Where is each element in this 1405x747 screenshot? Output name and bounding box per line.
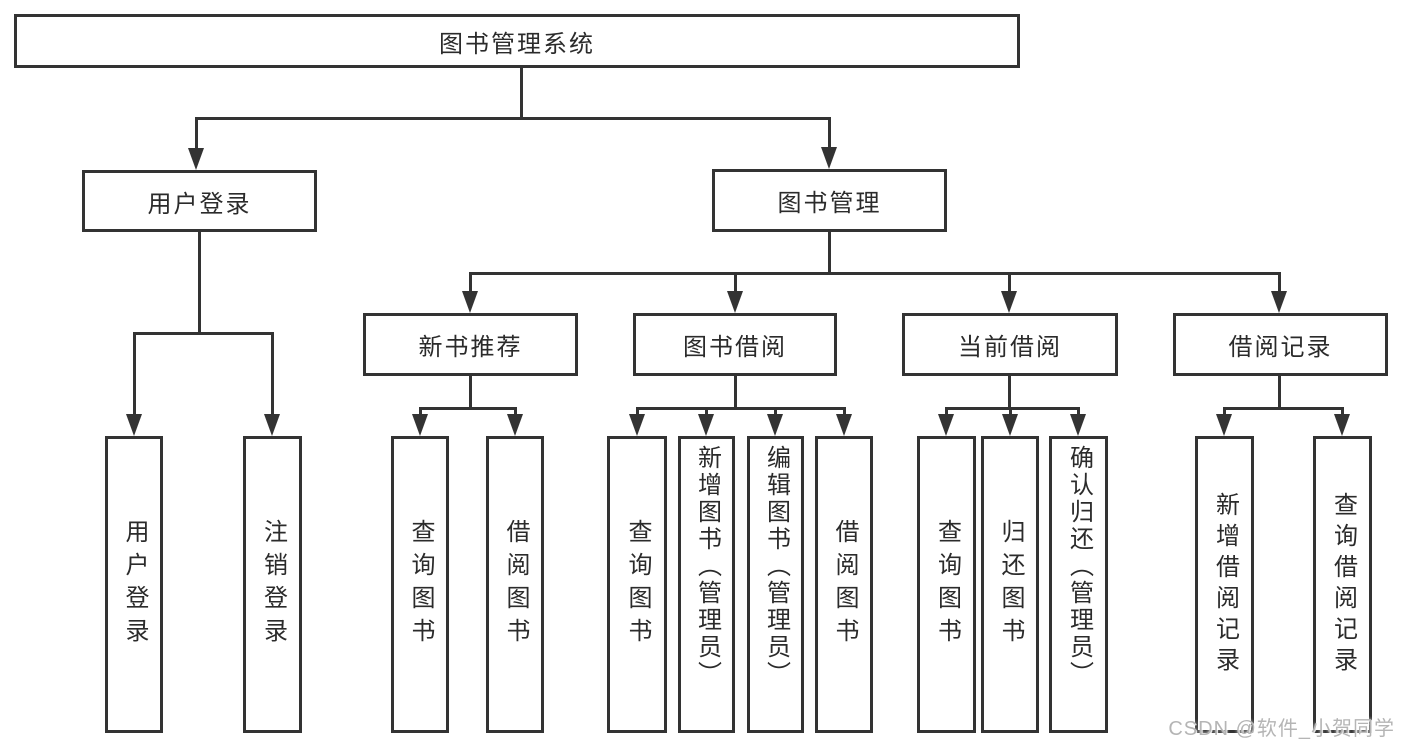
arrow-down-icon (698, 414, 714, 436)
node-current-borrow: 当前借阅 (902, 313, 1118, 376)
arrow-down-icon (126, 414, 142, 436)
csdn-watermark: CSDN @软件_小贺同学 (1168, 718, 1395, 740)
connector-vline (828, 230, 831, 274)
leaf-label: 确认归还（管理员） (1065, 445, 1093, 688)
arrow-down-icon (1271, 291, 1287, 313)
leaf-label: 新增图书（管理员） (693, 445, 721, 688)
arrow-down-icon (188, 148, 204, 170)
leaf-label: 查询图书 (933, 518, 961, 651)
connector-hline (1223, 407, 1344, 410)
leaf-confirm-return-admin: 确认归还（管理员） (1049, 436, 1108, 733)
leaf-query-book-borrow: 查询图书 (607, 436, 667, 733)
connector-vline (1008, 374, 1011, 409)
connector-vline (469, 374, 472, 409)
connector-vline (520, 66, 523, 119)
connector-vline (1278, 272, 1281, 294)
arrow-down-icon (462, 291, 478, 313)
node-root: 图书管理系统 (14, 14, 1020, 68)
arrow-down-icon (938, 414, 954, 436)
node-book-borrow: 图书借阅 (633, 313, 837, 376)
node-user-login: 用户登录 (82, 170, 317, 232)
arrow-down-icon (412, 414, 428, 436)
leaf-return-book: 归还图书 (981, 436, 1039, 733)
connector-vline (1008, 272, 1011, 294)
connector-vline (828, 117, 831, 149)
leaf-label: 借阅图书 (831, 518, 858, 651)
leaf-query-book-current: 查询图书 (917, 436, 976, 733)
connector-vline (945, 407, 948, 417)
connector-vline (195, 117, 198, 150)
connector-hline (133, 332, 273, 335)
arrow-down-icon (767, 414, 783, 436)
arrow-down-icon (1001, 291, 1017, 313)
connector-hline (195, 117, 831, 120)
leaf-add-borrow-record: 新增借阅记录 (1195, 436, 1254, 733)
leaf-user-login: 用户登录 (105, 436, 163, 733)
connector-vline (198, 230, 201, 335)
arrow-down-icon (629, 414, 645, 436)
node-borrow-records: 借阅记录 (1173, 313, 1388, 376)
connector-vline (514, 407, 517, 417)
arrow-down-icon (727, 291, 743, 313)
connector-hline (469, 272, 1281, 275)
leaf-label: 查询图书 (624, 518, 651, 651)
leaf-logout: 注销登录 (243, 436, 302, 733)
leaf-label: 新增借阅记录 (1211, 491, 1239, 678)
connector-vline (133, 332, 136, 416)
leaf-label: 注销登录 (259, 518, 287, 651)
connector-vline (419, 407, 422, 417)
arrow-down-icon (836, 414, 852, 436)
node-new-book-recommend: 新书推荐 (363, 313, 578, 376)
leaf-borrow-book: 借阅图书 (815, 436, 873, 733)
leaf-label: 借阅图书 (502, 518, 529, 651)
connector-vline (1341, 407, 1344, 417)
arrow-down-icon (507, 414, 523, 436)
connector-vline (705, 407, 708, 417)
arrow-down-icon (821, 147, 837, 169)
connector-vline (636, 407, 639, 417)
connector-hline (945, 407, 1080, 410)
leaf-label: 归还图书 (997, 518, 1024, 651)
connector-vline (774, 407, 777, 417)
arrow-down-icon (264, 414, 280, 436)
leaf-label: 查询图书 (407, 518, 434, 651)
connector-vline (1009, 407, 1012, 417)
connector-vline (1278, 374, 1281, 409)
connector-vline (734, 374, 737, 409)
leaf-add-book-admin: 新增图书（管理员） (678, 436, 735, 733)
arrow-down-icon (1216, 414, 1232, 436)
leaf-query-borrow-record: 查询借阅记录 (1313, 436, 1372, 733)
arrow-down-icon (1002, 414, 1018, 436)
leaf-borrow-book-recommend: 借阅图书 (486, 436, 544, 733)
leaf-edit-book-admin: 编辑图书（管理员） (747, 436, 804, 733)
connector-hline (636, 407, 846, 410)
arrow-down-icon (1334, 414, 1350, 436)
connector-vline (469, 272, 472, 294)
connector-vline (734, 272, 737, 294)
connector-vline (843, 407, 846, 417)
node-book-management: 图书管理 (712, 169, 947, 232)
connector-vline (271, 332, 274, 416)
leaf-label: 用户登录 (121, 518, 148, 651)
leaf-query-book-recommend: 查询图书 (391, 436, 449, 733)
connector-hline (419, 407, 517, 410)
leaf-label: 编辑图书（管理员） (762, 445, 790, 688)
leaf-label: 查询借阅记录 (1329, 491, 1357, 678)
connector-vline (1223, 407, 1226, 417)
arrow-down-icon (1070, 414, 1086, 436)
connector-vline (1077, 407, 1080, 417)
